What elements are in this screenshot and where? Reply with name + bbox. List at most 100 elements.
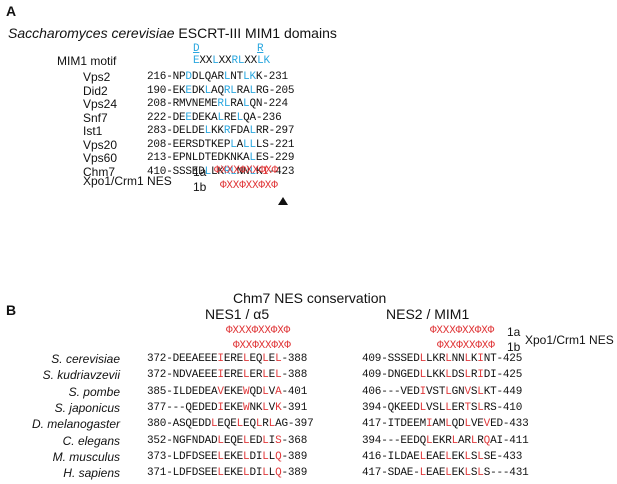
nes1-residue: Q [275, 467, 282, 480]
nes2-residue: ER [451, 401, 465, 414]
nes1-residue: L [268, 418, 276, 431]
nes1-residue: L [217, 467, 224, 480]
motif-residue: L [237, 55, 245, 67]
motif-sequence: EXXLXXRLXXLK [193, 56, 270, 67]
nes1-residue: -401 [281, 385, 308, 398]
nes1-residue: -388 [281, 353, 308, 365]
sequence-residue: L [243, 98, 250, 110]
nes2-residue: L [419, 353, 427, 365]
nes2-residue: EAE [426, 467, 446, 480]
nes1-residue: ED [249, 434, 263, 447]
protein-sequence: 216-NPDDLQARLNTLKK-231 [147, 72, 288, 83]
sequence-residue: R [223, 165, 231, 178]
nes1-residue: V [268, 401, 276, 414]
nes2-residue: RS-410 [483, 401, 523, 414]
nes2-residue: NT-425 [483, 353, 523, 365]
panel-a-title-species: Saccharomyces cerevisiae [8, 25, 175, 41]
nes2-residue: LKK [426, 369, 446, 382]
sequence-residue: LK [243, 71, 256, 83]
nes2-residue: L [419, 467, 427, 480]
nes2-residue: L [445, 450, 452, 463]
nes1-residue: EQ [249, 353, 263, 365]
nes2-sequence: 416-ILDAELEAELEKLSLSE-433 [362, 450, 522, 463]
nes2-residue: 394---EEDQ [362, 434, 427, 447]
nes2-residue: S [470, 401, 478, 414]
nes2-residue: V [483, 418, 491, 431]
nes2-1b-label: 1b [507, 340, 521, 354]
nes2-residue: AM [432, 418, 446, 431]
sequence-residue: L [223, 71, 231, 83]
nes2-residue: L [445, 401, 452, 414]
nes2-residue: L [451, 434, 459, 447]
nes1-residue: E [268, 369, 276, 382]
sequence-residue: R [223, 125, 231, 137]
nes1-residue: S [275, 434, 282, 447]
protein-name: Chm7 [83, 164, 116, 179]
nes1-residue: 352-NGFNDAD [147, 434, 218, 447]
protein-sequence: 283-DELDELKKRFDALRR-297 [147, 126, 294, 137]
nes2-residue: L [464, 467, 471, 480]
nes1-residue: I [217, 369, 224, 382]
sequence-residue: NT [230, 71, 244, 83]
nes1-residue: EQ [243, 418, 256, 431]
nes2-residue: I [419, 385, 427, 398]
nes2-residue: 406---VED [362, 385, 420, 398]
nes-1a-label-a: 1a [193, 165, 207, 179]
nes1-residue: L [243, 369, 250, 382]
nes1-residue: E [268, 353, 276, 365]
sequence-residue: K [255, 165, 263, 178]
nes1-residue: EKE [223, 467, 244, 480]
species-name: S. kudriavzevii [42, 368, 120, 383]
nes1-residue: -389 [281, 450, 308, 463]
motif-residue: LK [257, 55, 270, 67]
sequence-residue: L [249, 84, 256, 97]
nes1-residue: L [243, 434, 250, 447]
sequence-residue: L [243, 138, 250, 151]
nes1-residue: 371-LDFDSEE [147, 467, 218, 480]
panel-b-letter: B [6, 302, 17, 318]
sequence-residue: AQ [211, 84, 224, 97]
nes1-residue: 373-LDFDSEE [147, 450, 218, 463]
sequence-residue: 190-EK [147, 84, 186, 97]
sequence-residue: RA [236, 84, 250, 97]
nes1-residue: L [243, 467, 250, 480]
nes2-residue: EK [451, 450, 465, 463]
nes2-residue: 417-ITDEEM [362, 418, 427, 431]
nes1-sequence: 373-LDFDSEELEKELDILLQ-389 [147, 450, 308, 463]
sequence-residue: 208-EERSDTKEP [147, 138, 231, 151]
nes2-residue: 409-DNGED [362, 369, 420, 382]
nes1-heading: NES1 / α5 [205, 306, 270, 322]
nes2-sequence: 394---EEDQLEKRLARLRQAI-411 [362, 434, 529, 447]
sequence-residue: L [223, 98, 231, 110]
nes1-residue: L [268, 450, 276, 463]
sequence-residue: RA [230, 98, 244, 110]
nes2-residue: NN [451, 353, 465, 365]
nes2-residue: I [477, 353, 484, 365]
species-name: D. melanogaster [31, 417, 120, 432]
nes2-residue: 417-SDAE- [362, 467, 420, 480]
sequence-residue: 222-DE [147, 111, 186, 124]
sequence-residue: 208-RMVNEME [147, 98, 218, 110]
sequence-residue: K-231 [255, 71, 288, 83]
sequence-residue: 216-NP [147, 71, 186, 83]
nes-1b-pattern-a: ΦXXΦXXΦXΦ [220, 180, 278, 192]
nes2-residue: S [470, 467, 478, 480]
nes1-residue: L [268, 467, 276, 480]
sequence-residue: A [236, 138, 244, 151]
nes2-residue: L [477, 401, 484, 414]
sequence-residue: L [249, 152, 256, 164]
nes2-residue: 409-SSSED [362, 353, 420, 365]
nes1-residue: EQE [223, 434, 244, 447]
nes2-residue: 394-QKEED [362, 401, 420, 414]
sequence-residue: NN [236, 165, 250, 178]
protein-sequence: 208-EERSDTKEPLALLLS-221 [147, 138, 294, 151]
nes1-residue: R [262, 418, 269, 431]
nes2-residue: T [464, 401, 471, 414]
motif-residue: E [193, 55, 200, 67]
nes1-residue: L [243, 353, 250, 365]
nes1-residue: 377---QEDED [147, 401, 218, 414]
nes1-residue: L [262, 434, 269, 447]
sequence-residue: DEKA [191, 111, 218, 124]
nes1-residue: -389 [281, 467, 308, 480]
nes1-1a-pattern: ΦXXXΦXXΦXΦ [226, 325, 291, 337]
